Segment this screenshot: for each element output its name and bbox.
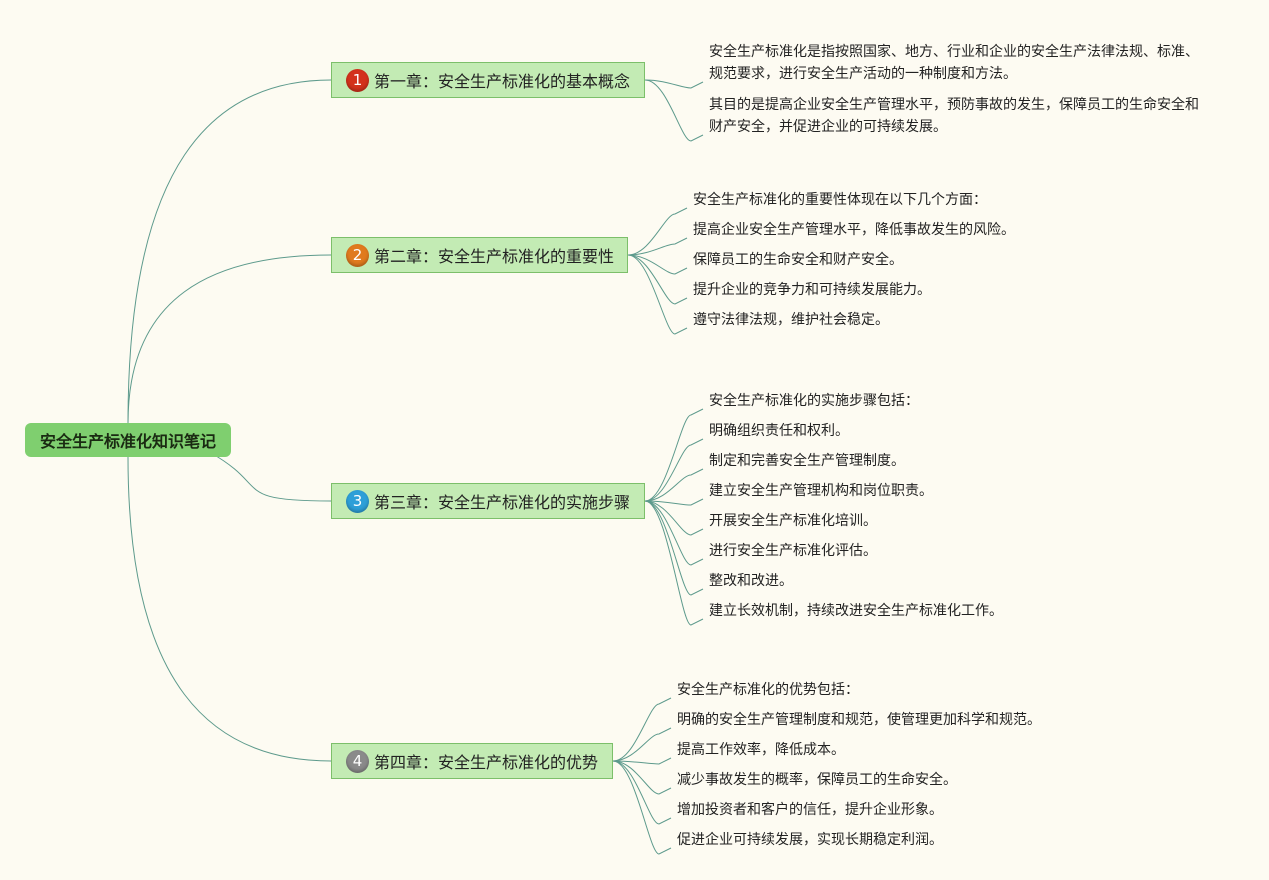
chapter-4-note[interactable]: 增加投资者和客户的信任，提升企业形象。	[677, 799, 943, 821]
chapter-3-note[interactable]: 安全生产标准化的实施步骤包括：	[709, 390, 919, 412]
note-text: 安全生产标准化是指按照国家、地方、行业和企业的安全生产法律法规、标准、	[709, 44, 1199, 60]
chapter-3-to-note-line	[644, 438, 704, 502]
chapter-3-note[interactable]: 进行安全生产标准化评估。	[709, 540, 877, 562]
note-text: 建立安全生产管理机构和岗位职责。	[709, 483, 933, 499]
root-topic[interactable]: 安全生产标准化知识笔记	[25, 423, 231, 457]
root-to-chapter-4-line	[127, 456, 332, 762]
chapter-2-note[interactable]: 保障员工的生命安全和财产安全。	[693, 249, 903, 271]
note-text: 安全生产标准化的优势包括：	[677, 682, 859, 698]
chapter-4-note[interactable]: 明确的安全生产管理制度和规范，使管理更加科学和规范。	[677, 709, 1041, 731]
chapter-3-to-note-line	[644, 468, 704, 502]
chapter-1-to-note-line	[644, 79, 704, 89]
chapter-3-to-note-line	[644, 500, 704, 566]
note-text: 开展安全生产标准化培训。	[709, 513, 877, 529]
root-to-chapter-1-line	[127, 79, 332, 424]
chapter-1-label: 第一章：安全生产标准化的基本概念	[374, 72, 631, 91]
chapter-2-to-note-line	[627, 237, 688, 256]
chapter-2-topic[interactable]: 2 第二章：安全生产标准化的重要性	[331, 237, 628, 273]
note-text: 遵守法律法规，维护社会稳定。	[693, 312, 889, 328]
chapter-2-label: 第二章：安全生产标准化的重要性	[374, 247, 615, 266]
priority-1-icon: 1	[346, 68, 369, 92]
note-text: 提高企业安全生产管理水平，降低事故发生的风险。	[693, 222, 1015, 238]
chapter-3-to-note-line	[644, 500, 704, 536]
note-text: 明确组织责任和权利。	[709, 423, 849, 439]
root-topic-label: 安全生产标准化知识笔记	[39, 432, 216, 451]
chapter-3-to-note-line	[644, 408, 704, 502]
note-text: 减少事故发生的概率，保障员工的生命安全。	[677, 772, 957, 788]
root-to-chapter-3-line	[210, 452, 332, 502]
note-text: 提升企业的竞争力和可持续发展能力。	[693, 282, 931, 298]
note-text: 安全生产标准化的重要性体现在以下几个方面：	[693, 192, 987, 208]
chapter-1-topic[interactable]: 1 第一章：安全生产标准化的基本概念	[331, 62, 645, 98]
priority-2-icon: 2	[346, 243, 369, 267]
chapter-2-note[interactable]: 提高企业安全生产管理水平，降低事故发生的风险。	[693, 219, 1015, 241]
chapter-1-note[interactable]: 其目的是提高企业安全生产管理水平，预防事故的发生，保障员工的生命安全和财产安全，…	[709, 94, 1199, 138]
chapter-2-to-note-line	[627, 254, 688, 275]
chapter-2-to-note-line	[627, 254, 688, 335]
chapter-4-note[interactable]: 减少事故发生的概率，保障员工的生命安全。	[677, 769, 957, 791]
chapter-2-to-note-line	[627, 207, 688, 256]
chapter-4-to-note-line	[612, 760, 672, 795]
note-text: 规范要求，进行安全生产活动的一种制度和方法。	[709, 66, 1017, 82]
note-text: 进行安全生产标准化评估。	[709, 543, 877, 559]
chapter-4-to-note-line	[612, 697, 672, 762]
chapter-3-note[interactable]: 开展安全生产标准化培训。	[709, 510, 877, 532]
priority-3-icon: 3	[346, 489, 369, 513]
chapter-4-to-note-line	[612, 760, 672, 855]
note-text: 增加投资者和客户的信任，提升企业形象。	[677, 802, 943, 818]
chapter-3-to-note-line	[644, 498, 704, 506]
chapter-3-topic[interactable]: 3 第三章：安全生产标准化的实施步骤	[331, 483, 645, 519]
note-text: 整改和改进。	[709, 573, 793, 589]
note-text: 保障员工的生命安全和财产安全。	[693, 252, 903, 268]
chapter-1-to-note-line	[644, 79, 704, 142]
chapter-3-note[interactable]: 整改和改进。	[709, 570, 793, 592]
chapter-4-to-note-line	[612, 760, 672, 825]
chapter-4-note[interactable]: 安全生产标准化的优势包括：	[677, 679, 859, 701]
chapter-3-to-note-line	[644, 500, 704, 626]
chapter-3-note[interactable]: 建立长效机制，持续改进安全生产标准化工作。	[709, 600, 1003, 622]
chapter-3-note[interactable]: 明确组织责任和权利。	[709, 420, 849, 442]
root-to-chapter-2-line	[127, 254, 332, 424]
chapter-4-label: 第四章：安全生产标准化的优势	[374, 753, 599, 772]
chapter-2-note[interactable]: 安全生产标准化的重要性体现在以下几个方面：	[693, 189, 987, 211]
note-text: 制定和完善安全生产管理制度。	[709, 453, 905, 469]
note-text: 明确的安全生产管理制度和规范，使管理更加科学和规范。	[677, 712, 1041, 728]
chapter-2-to-note-line	[627, 254, 688, 305]
priority-4-icon: 4	[346, 749, 369, 773]
chapter-4-note[interactable]: 促进企业可持续发展，实现长期稳定利润。	[677, 829, 943, 851]
note-text: 其目的是提高企业安全生产管理水平，预防事故的发生，保障员工的生命安全和	[709, 97, 1199, 113]
chapter-2-note[interactable]: 提升企业的竞争力和可持续发展能力。	[693, 279, 931, 301]
chapter-4-to-note-line	[612, 727, 672, 762]
chapter-4-to-note-line	[612, 757, 672, 765]
chapter-3-to-note-line	[644, 500, 704, 596]
note-text: 建立长效机制，持续改进安全生产标准化工作。	[709, 603, 1003, 619]
chapter-1-note[interactable]: 安全生产标准化是指按照国家、地方、行业和企业的安全生产法律法规、标准、规范要求，…	[709, 41, 1199, 85]
note-text: 促进企业可持续发展，实现长期稳定利润。	[677, 832, 943, 848]
chapter-3-label: 第三章：安全生产标准化的实施步骤	[374, 493, 631, 512]
chapter-2-note[interactable]: 遵守法律法规，维护社会稳定。	[693, 309, 889, 331]
chapter-4-topic[interactable]: 4 第四章：安全生产标准化的优势	[331, 743, 613, 779]
note-text: 财产安全，并促进企业的可持续发展。	[709, 119, 947, 135]
chapter-3-note[interactable]: 制定和完善安全生产管理制度。	[709, 450, 905, 472]
chapter-3-note[interactable]: 建立安全生产管理机构和岗位职责。	[709, 480, 933, 502]
note-text: 提高工作效率，降低成本。	[677, 742, 845, 758]
note-text: 安全生产标准化的实施步骤包括：	[709, 393, 919, 409]
chapter-4-note[interactable]: 提高工作效率，降低成本。	[677, 739, 845, 761]
